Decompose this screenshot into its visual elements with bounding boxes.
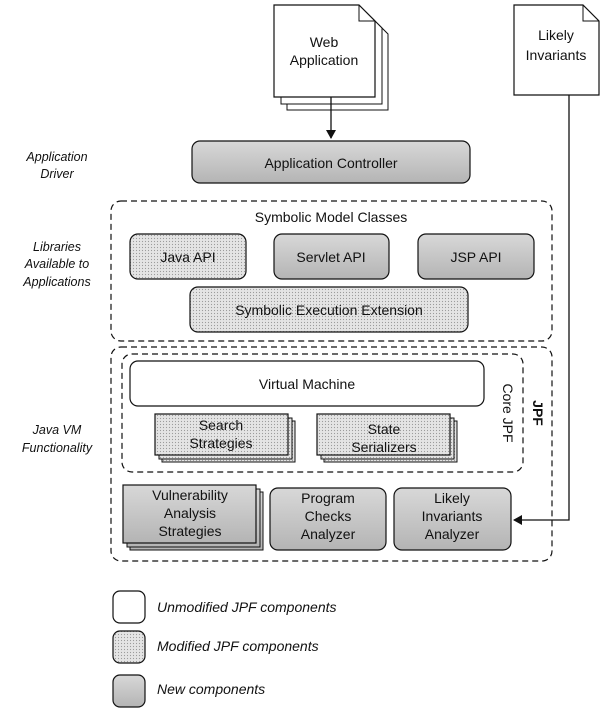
svg-text:New components: New components bbox=[157, 681, 265, 697]
svg-text:Java API: Java API bbox=[160, 249, 215, 265]
svg-text:Java VM: Java VM bbox=[32, 423, 82, 437]
likely-invariants-label-line2: Invariants bbox=[526, 47, 587, 63]
svg-text:Virtual Machine: Virtual Machine bbox=[259, 376, 355, 392]
svg-text:Analysis: Analysis bbox=[164, 505, 216, 521]
side-label-java-vm: Java VM Functionality bbox=[22, 423, 93, 455]
svg-text:Functionality: Functionality bbox=[22, 441, 93, 455]
web-application-label-line2: Application bbox=[290, 52, 359, 68]
side-label-application-driver: Application Driver bbox=[25, 150, 87, 181]
svg-text:Application: Application bbox=[25, 150, 87, 164]
jpf-label: JPF bbox=[530, 400, 546, 426]
svg-text:Serializers: Serializers bbox=[351, 439, 416, 455]
svg-text:Strategies: Strategies bbox=[189, 435, 252, 451]
svg-text:Analyzer: Analyzer bbox=[301, 526, 356, 542]
svg-text:Analyzer: Analyzer bbox=[425, 526, 480, 542]
symbolic-model-classes-label: Symbolic Model Classes bbox=[255, 209, 408, 225]
svg-text:Libraries: Libraries bbox=[33, 240, 81, 254]
svg-text:Program: Program bbox=[301, 490, 355, 506]
symbolic-execution-extension-box: Symbolic Execution Extension bbox=[189, 286, 469, 333]
legend-modified: Modified JPF components bbox=[112, 630, 319, 664]
svg-text:JSP API: JSP API bbox=[450, 249, 501, 265]
svg-text:Unmodified JPF components: Unmodified JPF components bbox=[157, 599, 337, 615]
legend-unmodified: Unmodified JPF components bbox=[112, 590, 337, 624]
web-application-label-line1: Web bbox=[310, 34, 339, 50]
core-jpf-label: Core JPF bbox=[500, 383, 516, 442]
svg-text:Invariants: Invariants bbox=[422, 508, 483, 524]
application-controller-label: Application Controller bbox=[264, 155, 397, 171]
program-checks-analyzer-box: Program Checks Analyzer bbox=[269, 487, 387, 551]
search-strategies-box: Search Strategies bbox=[154, 413, 296, 463]
virtual-machine-box: Virtual Machine bbox=[129, 360, 485, 407]
svg-text:Strategies: Strategies bbox=[158, 523, 221, 539]
svg-text:Driver: Driver bbox=[40, 167, 74, 181]
java-api-box: Java API bbox=[129, 233, 247, 280]
svg-text:Symbolic Execution Extension: Symbolic Execution Extension bbox=[235, 302, 423, 318]
svg-text:Modified JPF components: Modified JPF components bbox=[157, 638, 319, 654]
symbolic-model-classes-container bbox=[110, 200, 553, 342]
svg-text:Available to: Available to bbox=[24, 257, 89, 271]
arrow-invariants-to-analyzer bbox=[513, 95, 570, 525]
legend-new: New components bbox=[112, 674, 265, 708]
legend: Unmodified JPF components Modified JPF c… bbox=[112, 590, 337, 708]
svg-text:Vulnerability: Vulnerability bbox=[152, 487, 228, 503]
servlet-api-box: Servlet API bbox=[273, 233, 390, 280]
web-application-document: Web Application bbox=[273, 4, 389, 111]
core-jpf-container bbox=[121, 353, 524, 473]
likely-invariants-label-line1: Likely bbox=[538, 27, 574, 43]
side-label-libraries: Libraries Available to Applications bbox=[22, 240, 90, 289]
state-serializers-box: State Serializers bbox=[316, 413, 458, 463]
svg-text:Checks: Checks bbox=[305, 508, 352, 524]
likely-invariants-analyzer-box: Likely Invariants Analyzer bbox=[393, 487, 512, 551]
svg-text:Search: Search bbox=[199, 417, 243, 433]
jpf-container bbox=[110, 346, 553, 562]
svg-text:Applications: Applications bbox=[22, 275, 90, 289]
svg-text:State: State bbox=[368, 421, 401, 437]
vulnerability-analysis-strategies-box: Vulnerability Analysis Strategies bbox=[122, 484, 264, 551]
application-controller-box: Application Controller bbox=[191, 140, 471, 184]
jsp-api-box: JSP API bbox=[417, 233, 535, 280]
likely-invariants-document: Likely Invariants bbox=[513, 4, 600, 96]
svg-text:Servlet API: Servlet API bbox=[296, 249, 365, 265]
svg-text:Likely: Likely bbox=[434, 490, 470, 506]
